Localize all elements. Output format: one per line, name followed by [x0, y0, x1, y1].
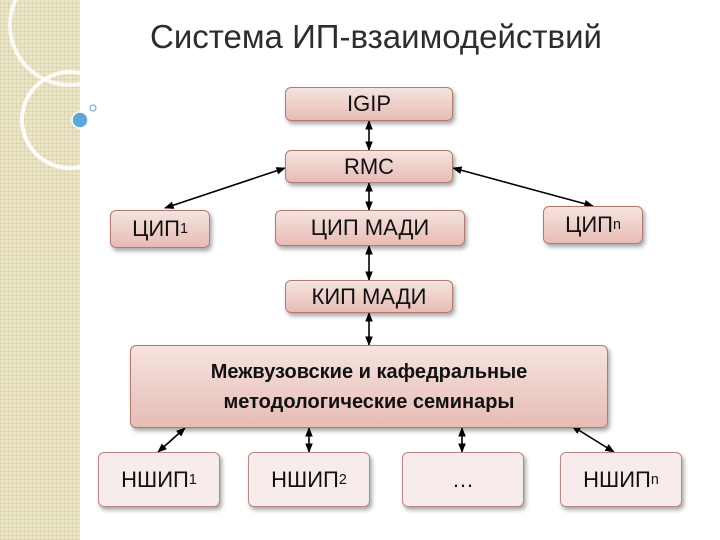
node-rmc: RMC — [285, 150, 453, 183]
node-cip-madi: ЦИП МАДИ — [275, 210, 465, 246]
node-ellipsis: … — [402, 452, 524, 507]
node-igip: IGIP — [285, 87, 453, 121]
node-kip-madi: КИП МАДИ — [285, 280, 453, 313]
decorative-side-strip — [0, 0, 80, 540]
arrow-seminars-nship1 — [157, 427, 186, 453]
node-seminars: Межвузовские и кафедральные методологиче… — [130, 345, 608, 428]
decorative-circles — [8, 0, 132, 170]
page-title: Система ИП-взаимодействий — [150, 18, 602, 55]
small-dot-icon — [89, 104, 97, 112]
blue-dot-icon — [71, 111, 89, 129]
arrow-seminars-nshipn — [571, 425, 615, 453]
arrow-rmc-cipn — [452, 166, 594, 208]
arrow-rmc-cip1 — [164, 167, 286, 209]
